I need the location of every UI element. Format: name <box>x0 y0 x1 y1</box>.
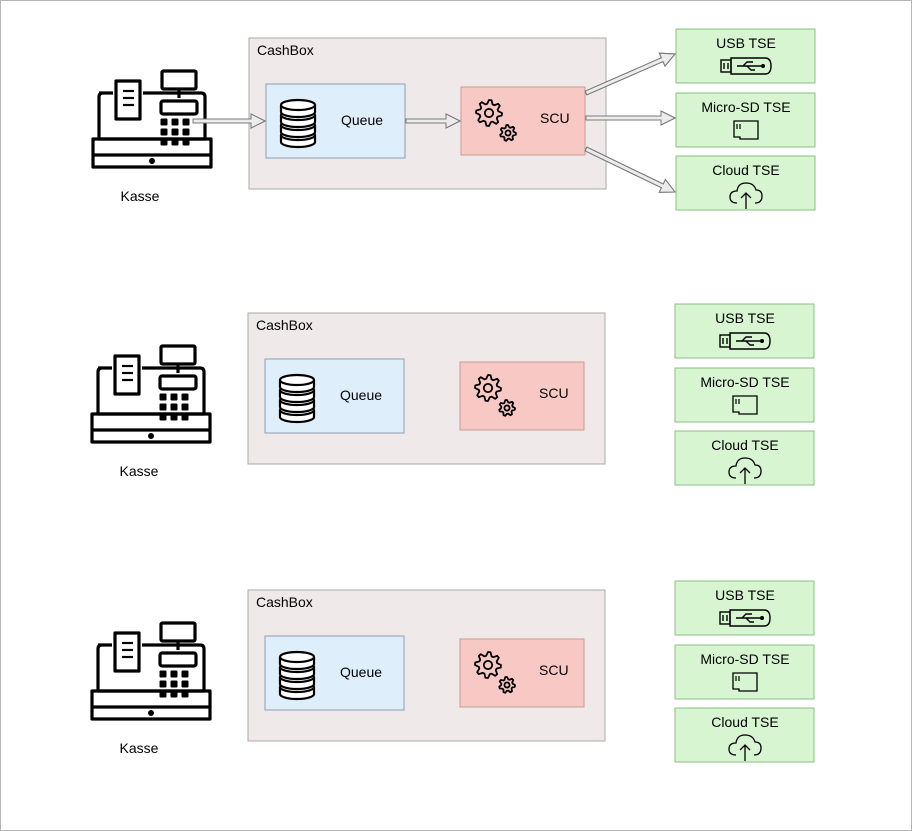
tse-label: USB TSE <box>715 587 775 603</box>
cashbox-title: CashBox <box>257 42 314 58</box>
cloud-upload-icon <box>728 457 762 484</box>
usb-stick-icon <box>720 57 772 75</box>
cashbox-title: CashBox <box>256 594 313 610</box>
tse-label: Cloud TSE <box>711 437 779 453</box>
gears-icon <box>474 374 516 417</box>
database-icon <box>279 98 317 149</box>
usb-stick-icon <box>719 609 771 627</box>
cash-register-icon <box>90 621 212 721</box>
tse-label: USB TSE <box>715 310 775 326</box>
cash-register-icon <box>91 69 213 169</box>
register-label: Kasse <box>119 740 159 756</box>
pipeline-row <box>90 580 815 763</box>
gears-icon <box>474 651 516 694</box>
tse-label: USB TSE <box>716 35 776 51</box>
pipeline-row <box>91 28 816 211</box>
tse-label: Micro-SD TSE <box>700 651 790 667</box>
arrow-queue-to-scu <box>405 113 462 129</box>
pipeline-row <box>90 303 815 486</box>
gear-small-icon <box>498 676 516 694</box>
scu-label: SCU <box>539 385 569 401</box>
queue-label: Queue <box>340 387 383 403</box>
usb-stick-icon <box>719 332 771 350</box>
tse-box <box>675 92 816 148</box>
register-label: Kasse <box>119 463 159 479</box>
arrow-kasse-to-queue <box>192 113 267 129</box>
arrow-scu-to-usb <box>584 52 677 96</box>
tse-label: Cloud TSE <box>712 162 780 178</box>
register-label: Kasse <box>120 188 160 204</box>
arrow-scu-to-microsd <box>585 110 677 126</box>
gear-large-icon <box>474 651 502 679</box>
gears-icon <box>475 99 517 142</box>
gear-large-icon <box>474 374 502 402</box>
cloud-upload-icon <box>729 182 763 209</box>
gear-large-icon <box>475 99 503 127</box>
cashbox-title: CashBox <box>256 317 313 333</box>
scu-label: SCU <box>539 662 569 678</box>
scu-label: SCU <box>540 110 570 126</box>
cash-register-icon <box>90 344 212 444</box>
tse-label: Micro-SD TSE <box>700 374 790 390</box>
cloud-upload-icon <box>728 734 762 761</box>
sd-card-icon <box>732 395 758 415</box>
tse-label: Cloud TSE <box>711 714 779 730</box>
tse-box <box>674 644 815 700</box>
sd-card-icon <box>733 120 759 140</box>
tse-box <box>674 367 815 423</box>
database-icon <box>278 650 316 701</box>
gear-small-icon <box>499 124 517 142</box>
queue-label: Queue <box>341 112 384 128</box>
tse-label: Micro-SD TSE <box>701 99 791 115</box>
database-icon <box>278 373 316 424</box>
queue-label: Queue <box>340 664 383 680</box>
arrow-scu-to-cloud <box>584 146 677 193</box>
gear-small-icon <box>498 399 516 417</box>
sd-card-icon <box>732 672 758 692</box>
